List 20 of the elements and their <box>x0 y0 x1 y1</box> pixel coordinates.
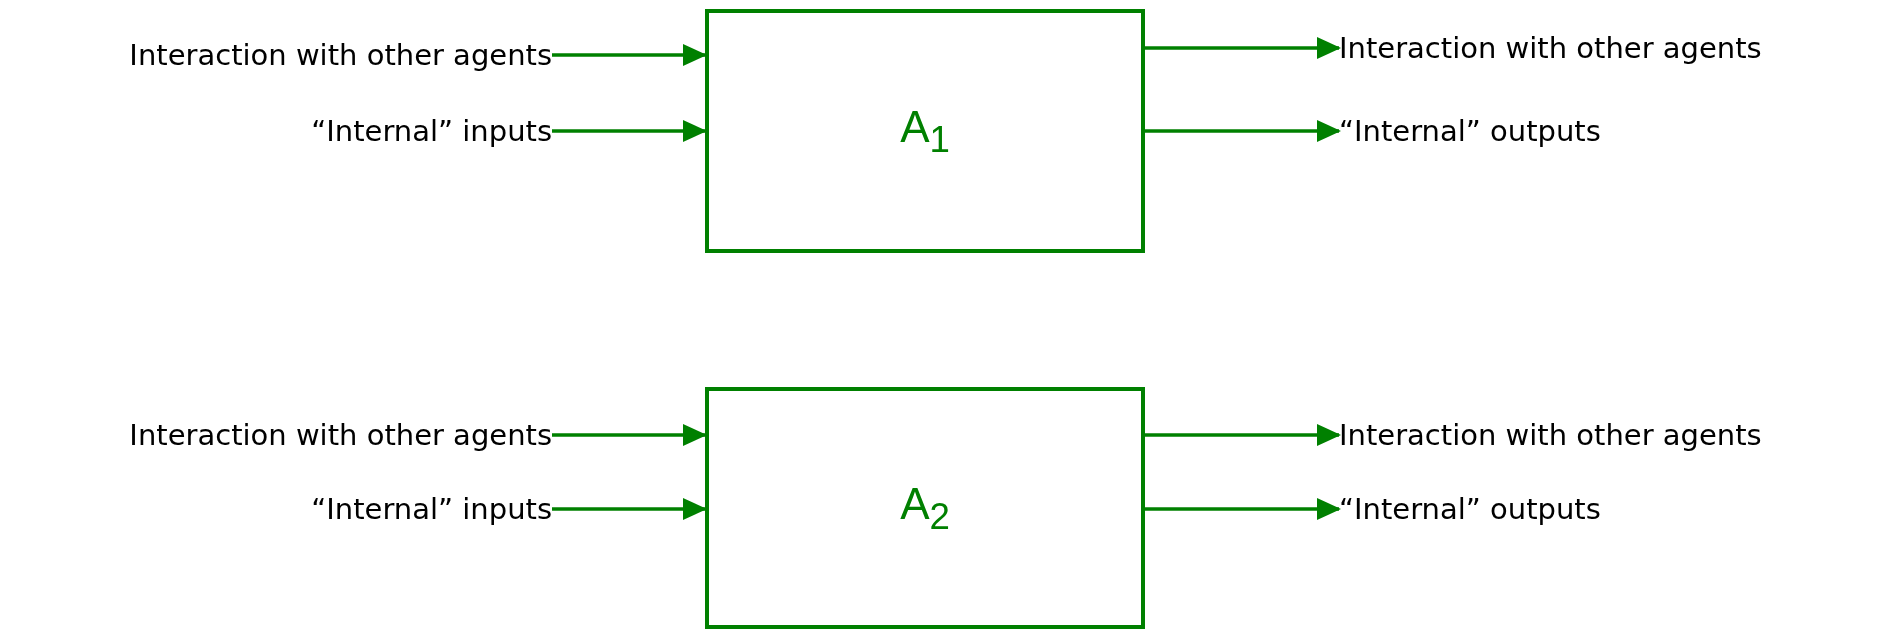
flow-label: Interaction with other agents <box>129 418 552 452</box>
agent-label: A$_{1}$ <box>900 101 950 161</box>
flow-label: Interaction with other agents <box>129 38 552 72</box>
arrow <box>1145 424 1341 446</box>
agent-box <box>705 387 1145 629</box>
flow-label: Interaction with other agents <box>1339 31 1762 65</box>
arrow <box>552 44 707 66</box>
arrow <box>552 498 707 520</box>
flow-label: Interaction with other agents <box>1339 418 1762 452</box>
arrow <box>552 424 707 446</box>
agent-box <box>705 9 1145 253</box>
flow-label: “Internal” inputs <box>311 492 552 526</box>
flow-label: “Internal” outputs <box>1339 492 1601 526</box>
arrow <box>552 120 707 142</box>
arrow <box>1145 498 1341 520</box>
arrow <box>1145 120 1341 142</box>
flow-label: “Internal” inputs <box>311 114 552 148</box>
flow-label: “Internal” outputs <box>1339 114 1601 148</box>
arrow <box>1145 37 1341 59</box>
agent-label: A$_{2}$ <box>900 478 950 538</box>
